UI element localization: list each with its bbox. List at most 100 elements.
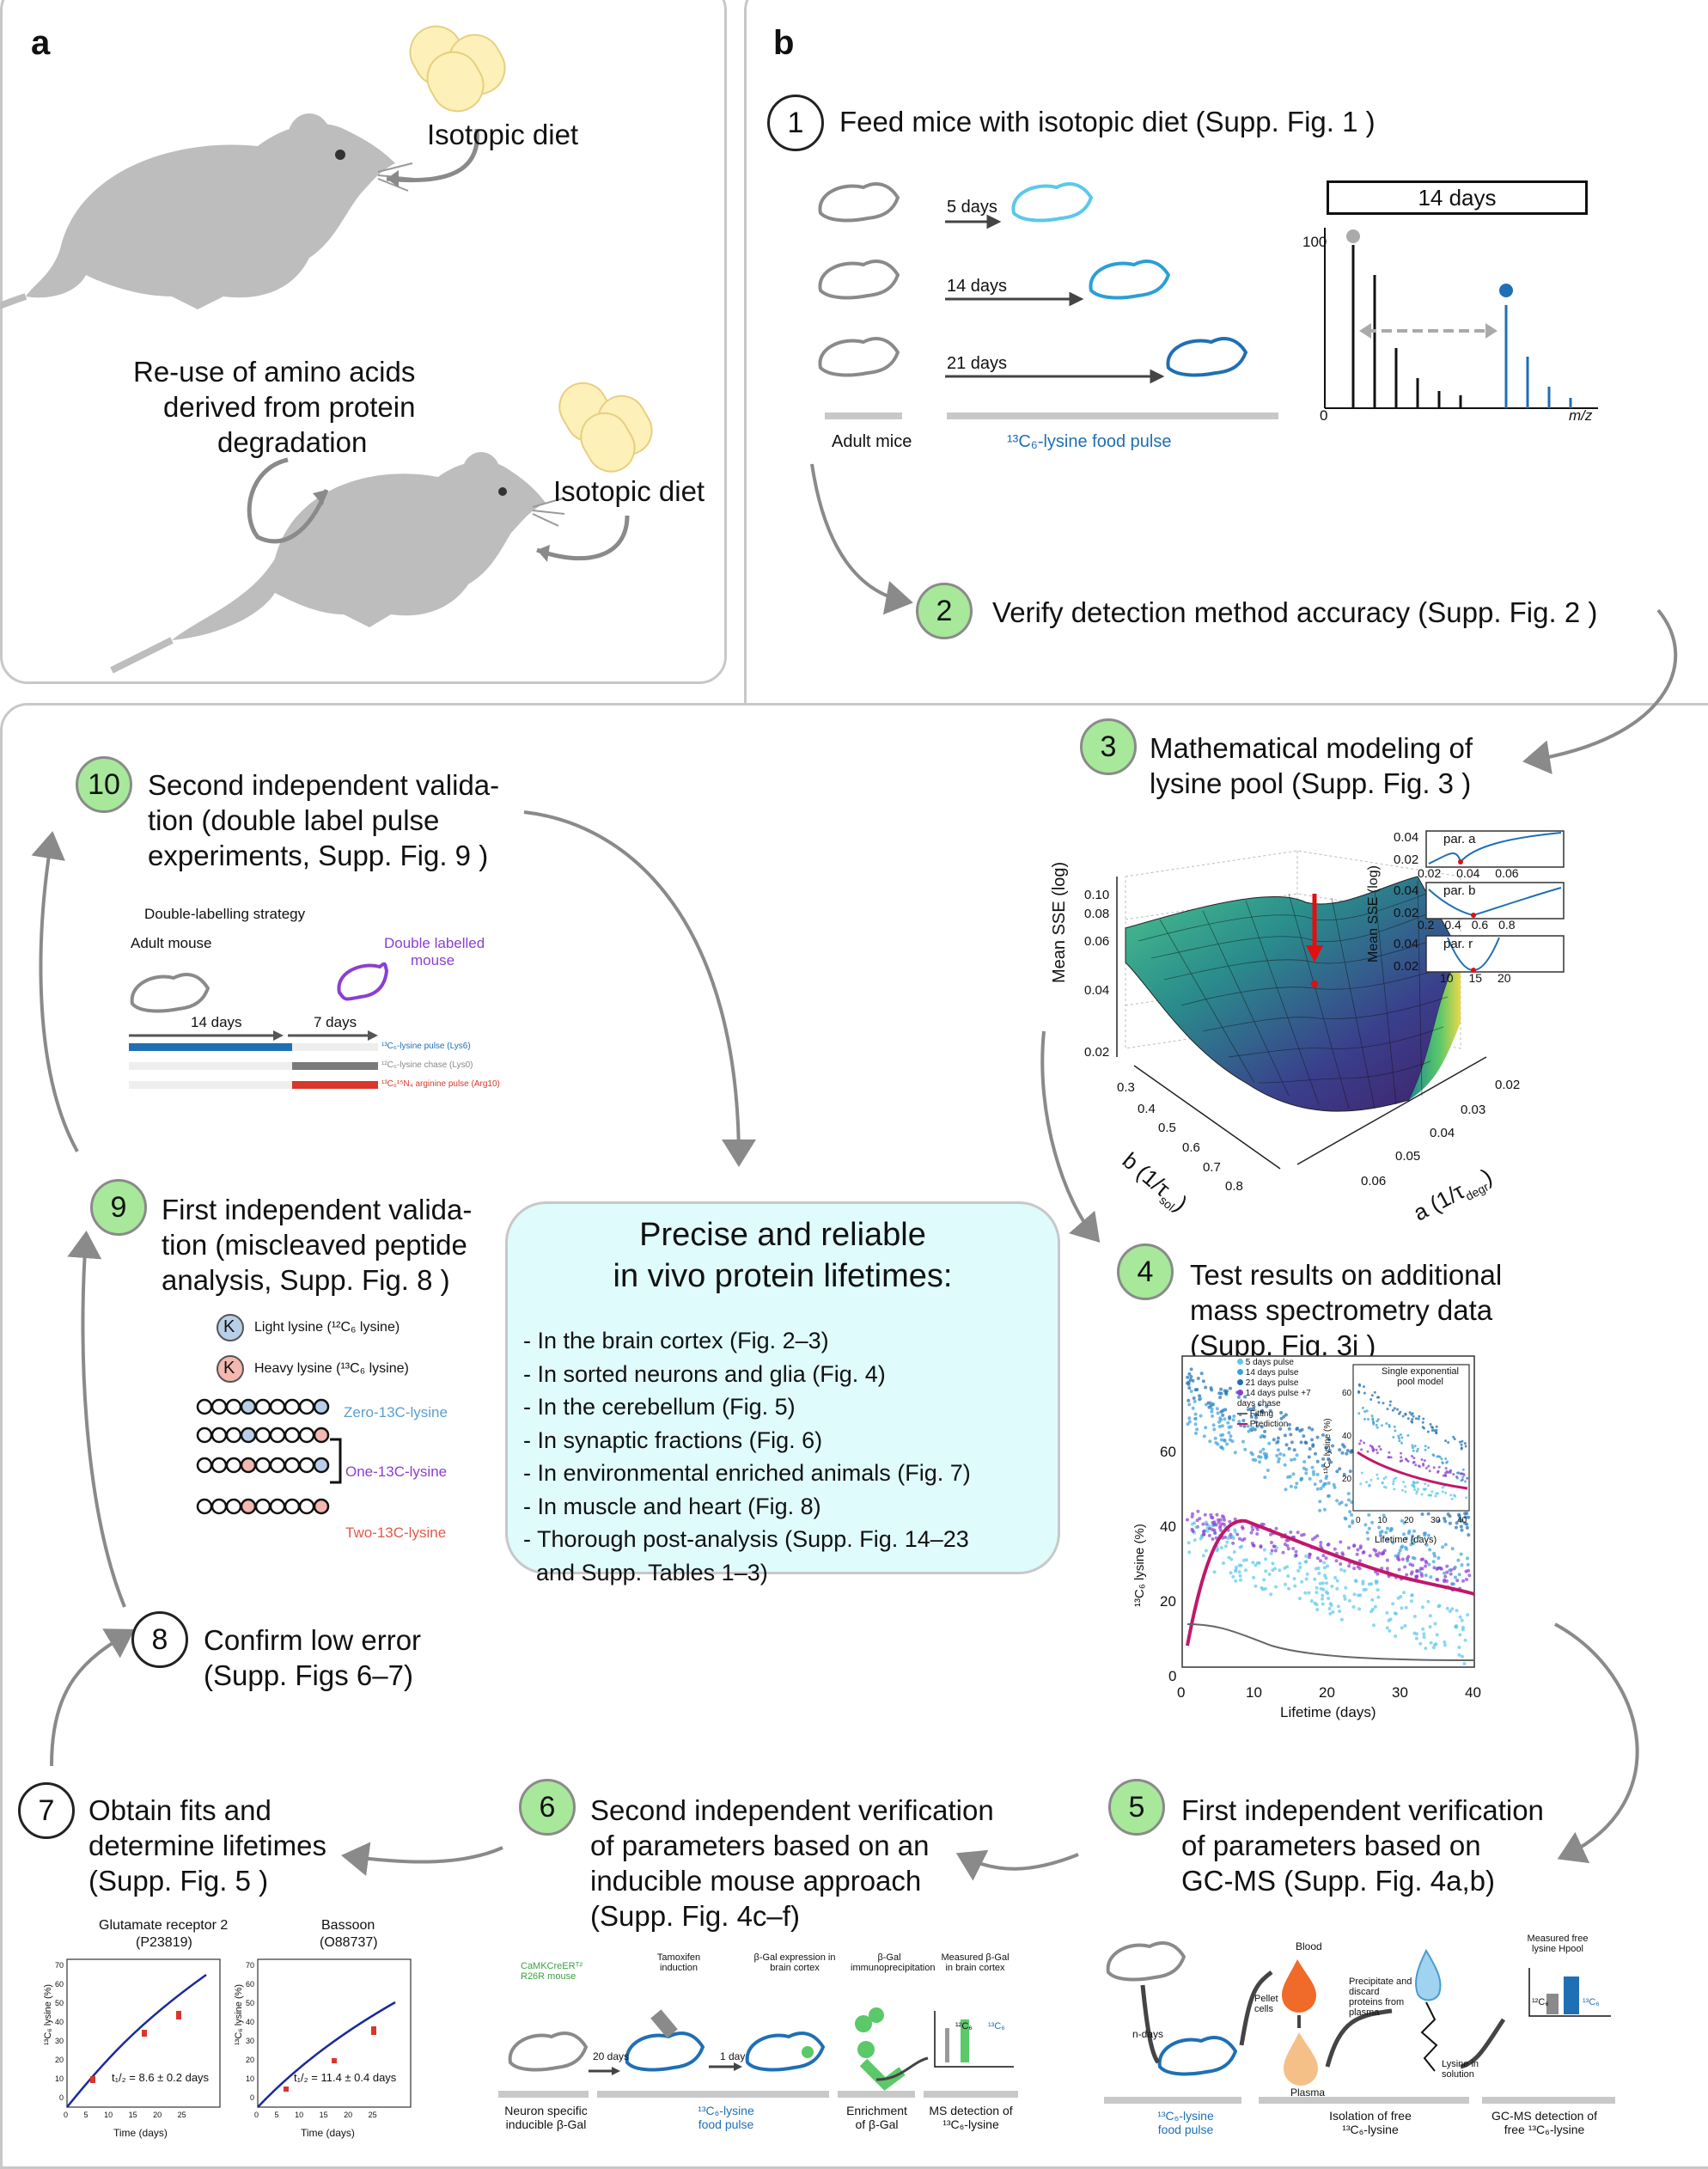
one-13c-label: One-13C-lysine (345, 1463, 448, 1480)
scatter-point (1426, 1533, 1430, 1537)
scatter-point (1391, 1602, 1395, 1606)
dl-diagram (129, 962, 389, 1089)
scatter-inset-point (1417, 1417, 1420, 1421)
scatter-point (1199, 1414, 1203, 1418)
scatter-point (1448, 1514, 1452, 1518)
scatter-point (1463, 1515, 1467, 1519)
scatter-point (1294, 1549, 1298, 1554)
scatter-point (1291, 1472, 1296, 1476)
scatter-point (1248, 1427, 1253, 1432)
scatter-point (1405, 1573, 1409, 1577)
step-10-circle: 10 (76, 756, 132, 813)
scatter-point (1384, 1531, 1388, 1535)
inset-a-ytick1: 0.02 (1394, 852, 1419, 867)
scatter-point (1293, 1584, 1297, 1588)
mouse-icon (337, 962, 389, 1001)
scatter-inset-point (1460, 1443, 1463, 1446)
heavy-lysine-icon (217, 1355, 244, 1383)
scatter-inset-point (1414, 1417, 1418, 1421)
scatter-point (1448, 1568, 1452, 1573)
scatter-point (1229, 1425, 1233, 1429)
inset-r-xticks: 10 15 20 (1440, 971, 1511, 985)
scatter-point (1465, 1525, 1469, 1530)
summary-list: - In the brain cortex (Fig. 2–3) - In so… (523, 1324, 971, 1589)
scatter-point (1277, 1457, 1281, 1461)
scatter-point (1441, 1545, 1445, 1549)
scatter-inset-point (1437, 1469, 1440, 1473)
scatter-point (1340, 1451, 1345, 1455)
mouse-icon (1106, 1941, 1186, 1982)
scatter-point (1464, 1569, 1468, 1573)
scatter-point (1225, 1442, 1229, 1446)
scatter-point (1303, 1560, 1308, 1564)
scatter-point (1259, 1545, 1263, 1549)
scatter-point (1412, 1529, 1416, 1533)
peptide-residue (284, 1498, 301, 1515)
scatter-point (1264, 1569, 1268, 1573)
scatter-point (1357, 1607, 1362, 1611)
scatter-point (1302, 1434, 1306, 1439)
scatter-xtick-20: 20 (1319, 1684, 1335, 1701)
scatter-point (1412, 1537, 1415, 1542)
scatter-point (1405, 1547, 1409, 1551)
scatter-inset-point (1428, 1469, 1431, 1473)
scatter-point (1411, 1563, 1415, 1567)
mouse-icon (1166, 337, 1248, 377)
scatter-point (1215, 1549, 1219, 1553)
plasma-drop-icon (1284, 2032, 1318, 2086)
scatter-point (1211, 1402, 1215, 1406)
scatter-point (1454, 1525, 1458, 1530)
scatter-inset-point (1412, 1457, 1416, 1460)
scatter-inset-point (1363, 1441, 1366, 1445)
scatter-point (1281, 1550, 1285, 1555)
summary-item: - In the brain cortex (Fig. 2–3) (523, 1328, 829, 1353)
scatter-point (1254, 1420, 1258, 1424)
scatter-inset-point (1460, 1447, 1463, 1451)
scatter-point (1378, 1533, 1382, 1537)
dl-arg: ¹³C₆¹⁵N₄ arginine pulse (Arg10) (381, 1079, 500, 1089)
scatter-inset-point (1388, 1423, 1391, 1427)
scatter-point (1324, 1576, 1328, 1580)
scatter-point (1233, 1528, 1237, 1532)
scatter-point (1290, 1440, 1294, 1445)
scatter-point (1308, 1476, 1312, 1481)
step1-14days: 14 days (947, 277, 1008, 296)
scatter-point (1455, 1579, 1460, 1583)
scatter-point (1374, 1549, 1378, 1553)
scatter-point (1415, 1568, 1419, 1573)
scatter-point (1422, 1632, 1426, 1636)
scatter-point (1233, 1517, 1237, 1521)
scatter-inset-point (1452, 1473, 1455, 1476)
scatter-inset-point (1394, 1429, 1397, 1433)
gcms-foot2: Isolation of free ¹³C₆-lysine (1329, 2109, 1412, 2136)
scatter-point (1313, 1482, 1317, 1487)
scatter-inset-ytick-20: 20 (1342, 1475, 1352, 1484)
bgal-c13: ¹³C₆ (988, 2021, 1005, 2032)
scatter-point (1239, 1578, 1242, 1582)
scatter-point (1194, 1525, 1199, 1530)
scatter-point (1269, 1551, 1273, 1555)
scatter-point (1327, 1606, 1332, 1610)
scatter-point (1421, 1627, 1425, 1631)
scatter-point (1455, 1609, 1459, 1613)
sse-atick-2: 0.04 (1430, 1126, 1455, 1140)
scatter-inset-point (1379, 1448, 1382, 1451)
scatter-point (1422, 1531, 1426, 1536)
scatter-inset-point (1427, 1484, 1430, 1488)
scatter-point (1321, 1587, 1326, 1592)
scatter-point (1235, 1532, 1240, 1537)
peptide-residue (210, 1498, 228, 1515)
peptide-residue (196, 1457, 213, 1474)
scatter-point (1284, 1538, 1289, 1543)
step-2-circle: 2 (916, 583, 973, 639)
scatter-point (1376, 1595, 1381, 1599)
scatter-point (1292, 1577, 1296, 1581)
scatter-point (1305, 1572, 1309, 1576)
fit2-xlabel: Time (days) (301, 2127, 355, 2139)
scatter-point (1223, 1535, 1228, 1539)
scatter-point (1189, 1390, 1193, 1393)
scatter-point (1329, 1460, 1333, 1464)
inset-r-ytick1: 0.02 (1394, 959, 1419, 974)
scatter-point (1207, 1533, 1211, 1537)
